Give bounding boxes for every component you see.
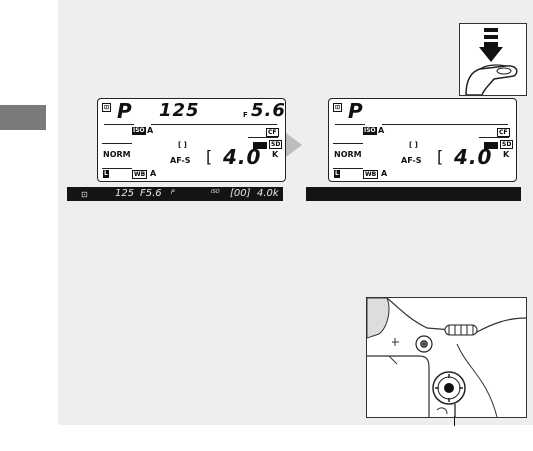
matrix-metering-icon: ⊡: [102, 103, 112, 112]
viewfinder-frames: [00]: [230, 188, 251, 199]
af-area-icon: [ ]: [178, 141, 187, 149]
camera-back-multi-selector-icon: [367, 298, 526, 417]
viewfinder-aperture: F5.6: [140, 188, 162, 199]
sd-card-icon: SD: [500, 140, 514, 149]
divider: [333, 168, 363, 169]
iso-label: ISO: [132, 127, 146, 135]
control-panel-before: ⊡ P 125 F 5.6 ISO A CF SD NORM [ ] AF-S …: [97, 98, 286, 182]
image-quality: NORM: [334, 150, 362, 159]
divider: [333, 143, 363, 144]
matrix-metering-icon: ⊡: [81, 190, 88, 199]
iso-label: ISO: [363, 127, 377, 135]
viewfinder-mode: P: [171, 189, 175, 196]
divider: [102, 143, 132, 144]
cf-card-icon: CF: [266, 128, 279, 137]
callout-line: [454, 416, 455, 426]
shutter-press-illustration: [459, 23, 527, 96]
bracket-left: [: [206, 147, 213, 166]
viewfinder-remaining: 4.0k: [257, 188, 279, 199]
remaining-count: 4.0: [223, 145, 262, 169]
cf-card-icon: CF: [497, 128, 510, 137]
bracket-left: [: [437, 147, 444, 166]
divider: [104, 124, 134, 125]
viewfinder-display-after: [306, 187, 521, 201]
shooting-mode: P: [117, 99, 132, 123]
iso-value: A: [147, 126, 154, 135]
shooting-mode: P: [348, 99, 363, 123]
af-area-icon: [ ]: [409, 141, 418, 149]
finger-pressing-shutter-icon: [465, 28, 518, 95]
k-suffix: K: [272, 150, 279, 159]
divider: [248, 137, 278, 138]
divider: [335, 124, 365, 125]
battery-icon: [484, 142, 498, 149]
chapter-tab: [0, 105, 46, 130]
wb-label: WB: [132, 170, 148, 179]
af-mode: AF-S: [401, 156, 422, 165]
viewfinder-iso: ISO: [211, 189, 220, 195]
k-suffix: K: [503, 150, 510, 159]
viewfinder-shutter: 125: [115, 188, 135, 199]
divider: [382, 124, 508, 125]
right-arrow-icon: [286, 133, 302, 157]
control-panel-after: ⊡ P ISO A CF SD NORM [ ] AF-S [ 4.0 K L …: [328, 98, 517, 182]
sd-card-icon: SD: [269, 140, 283, 149]
viewfinder-display-before: ⊡ 125 F5.6 P ISO [00] 4.0k: [67, 187, 283, 201]
aperture-value: 5.6: [251, 100, 286, 121]
shutter-speed: 125: [159, 100, 200, 121]
wb-label: WB: [363, 170, 379, 179]
battery-icon: [253, 142, 267, 149]
divider: [102, 168, 132, 169]
f-prefix: F: [243, 111, 248, 119]
matrix-metering-icon: ⊡: [333, 103, 343, 112]
wb-value: A: [381, 169, 388, 178]
image-size: L: [103, 170, 109, 178]
divider: [479, 137, 509, 138]
image-quality: NORM: [103, 150, 131, 159]
divider: [151, 124, 277, 125]
iso-value: A: [378, 126, 385, 135]
wb-value: A: [150, 169, 157, 178]
af-mode: AF-S: [170, 156, 191, 165]
image-size: L: [334, 170, 340, 178]
camera-back-illustration: [366, 297, 527, 418]
remaining-count: 4.0: [454, 145, 493, 169]
